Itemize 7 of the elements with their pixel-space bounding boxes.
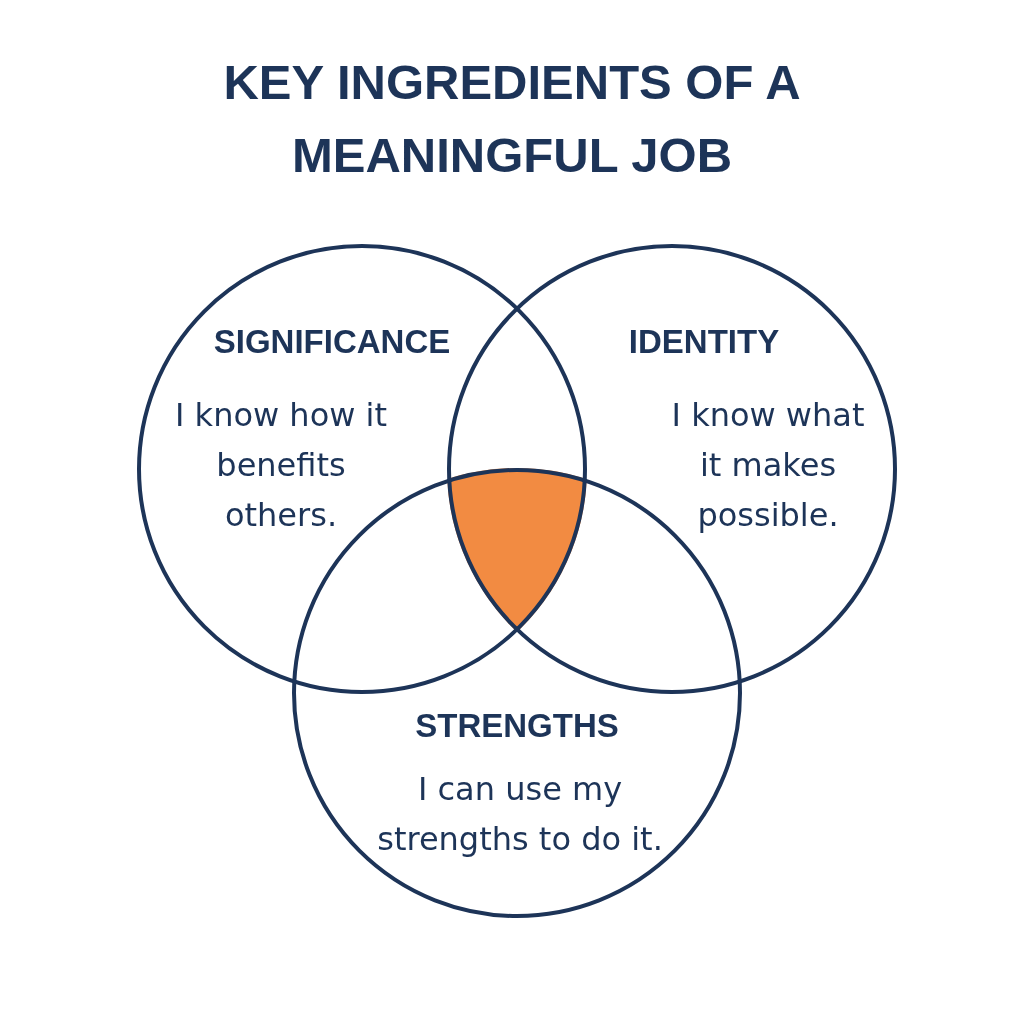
circle-description: I know how it benefits others. xyxy=(174,395,388,536)
title: KEY INGREDIENTS OF A MEANINGFUL JOB xyxy=(222,54,802,184)
circle-description: I know what it makes possible. xyxy=(670,395,866,536)
circle-description: I can use my strengths to do it. xyxy=(376,769,664,860)
circle-heading: SIGNIFICANCE xyxy=(213,322,451,362)
circle-heading: IDENTITY xyxy=(628,322,780,362)
circle-heading: STRENGTHS xyxy=(415,706,619,746)
